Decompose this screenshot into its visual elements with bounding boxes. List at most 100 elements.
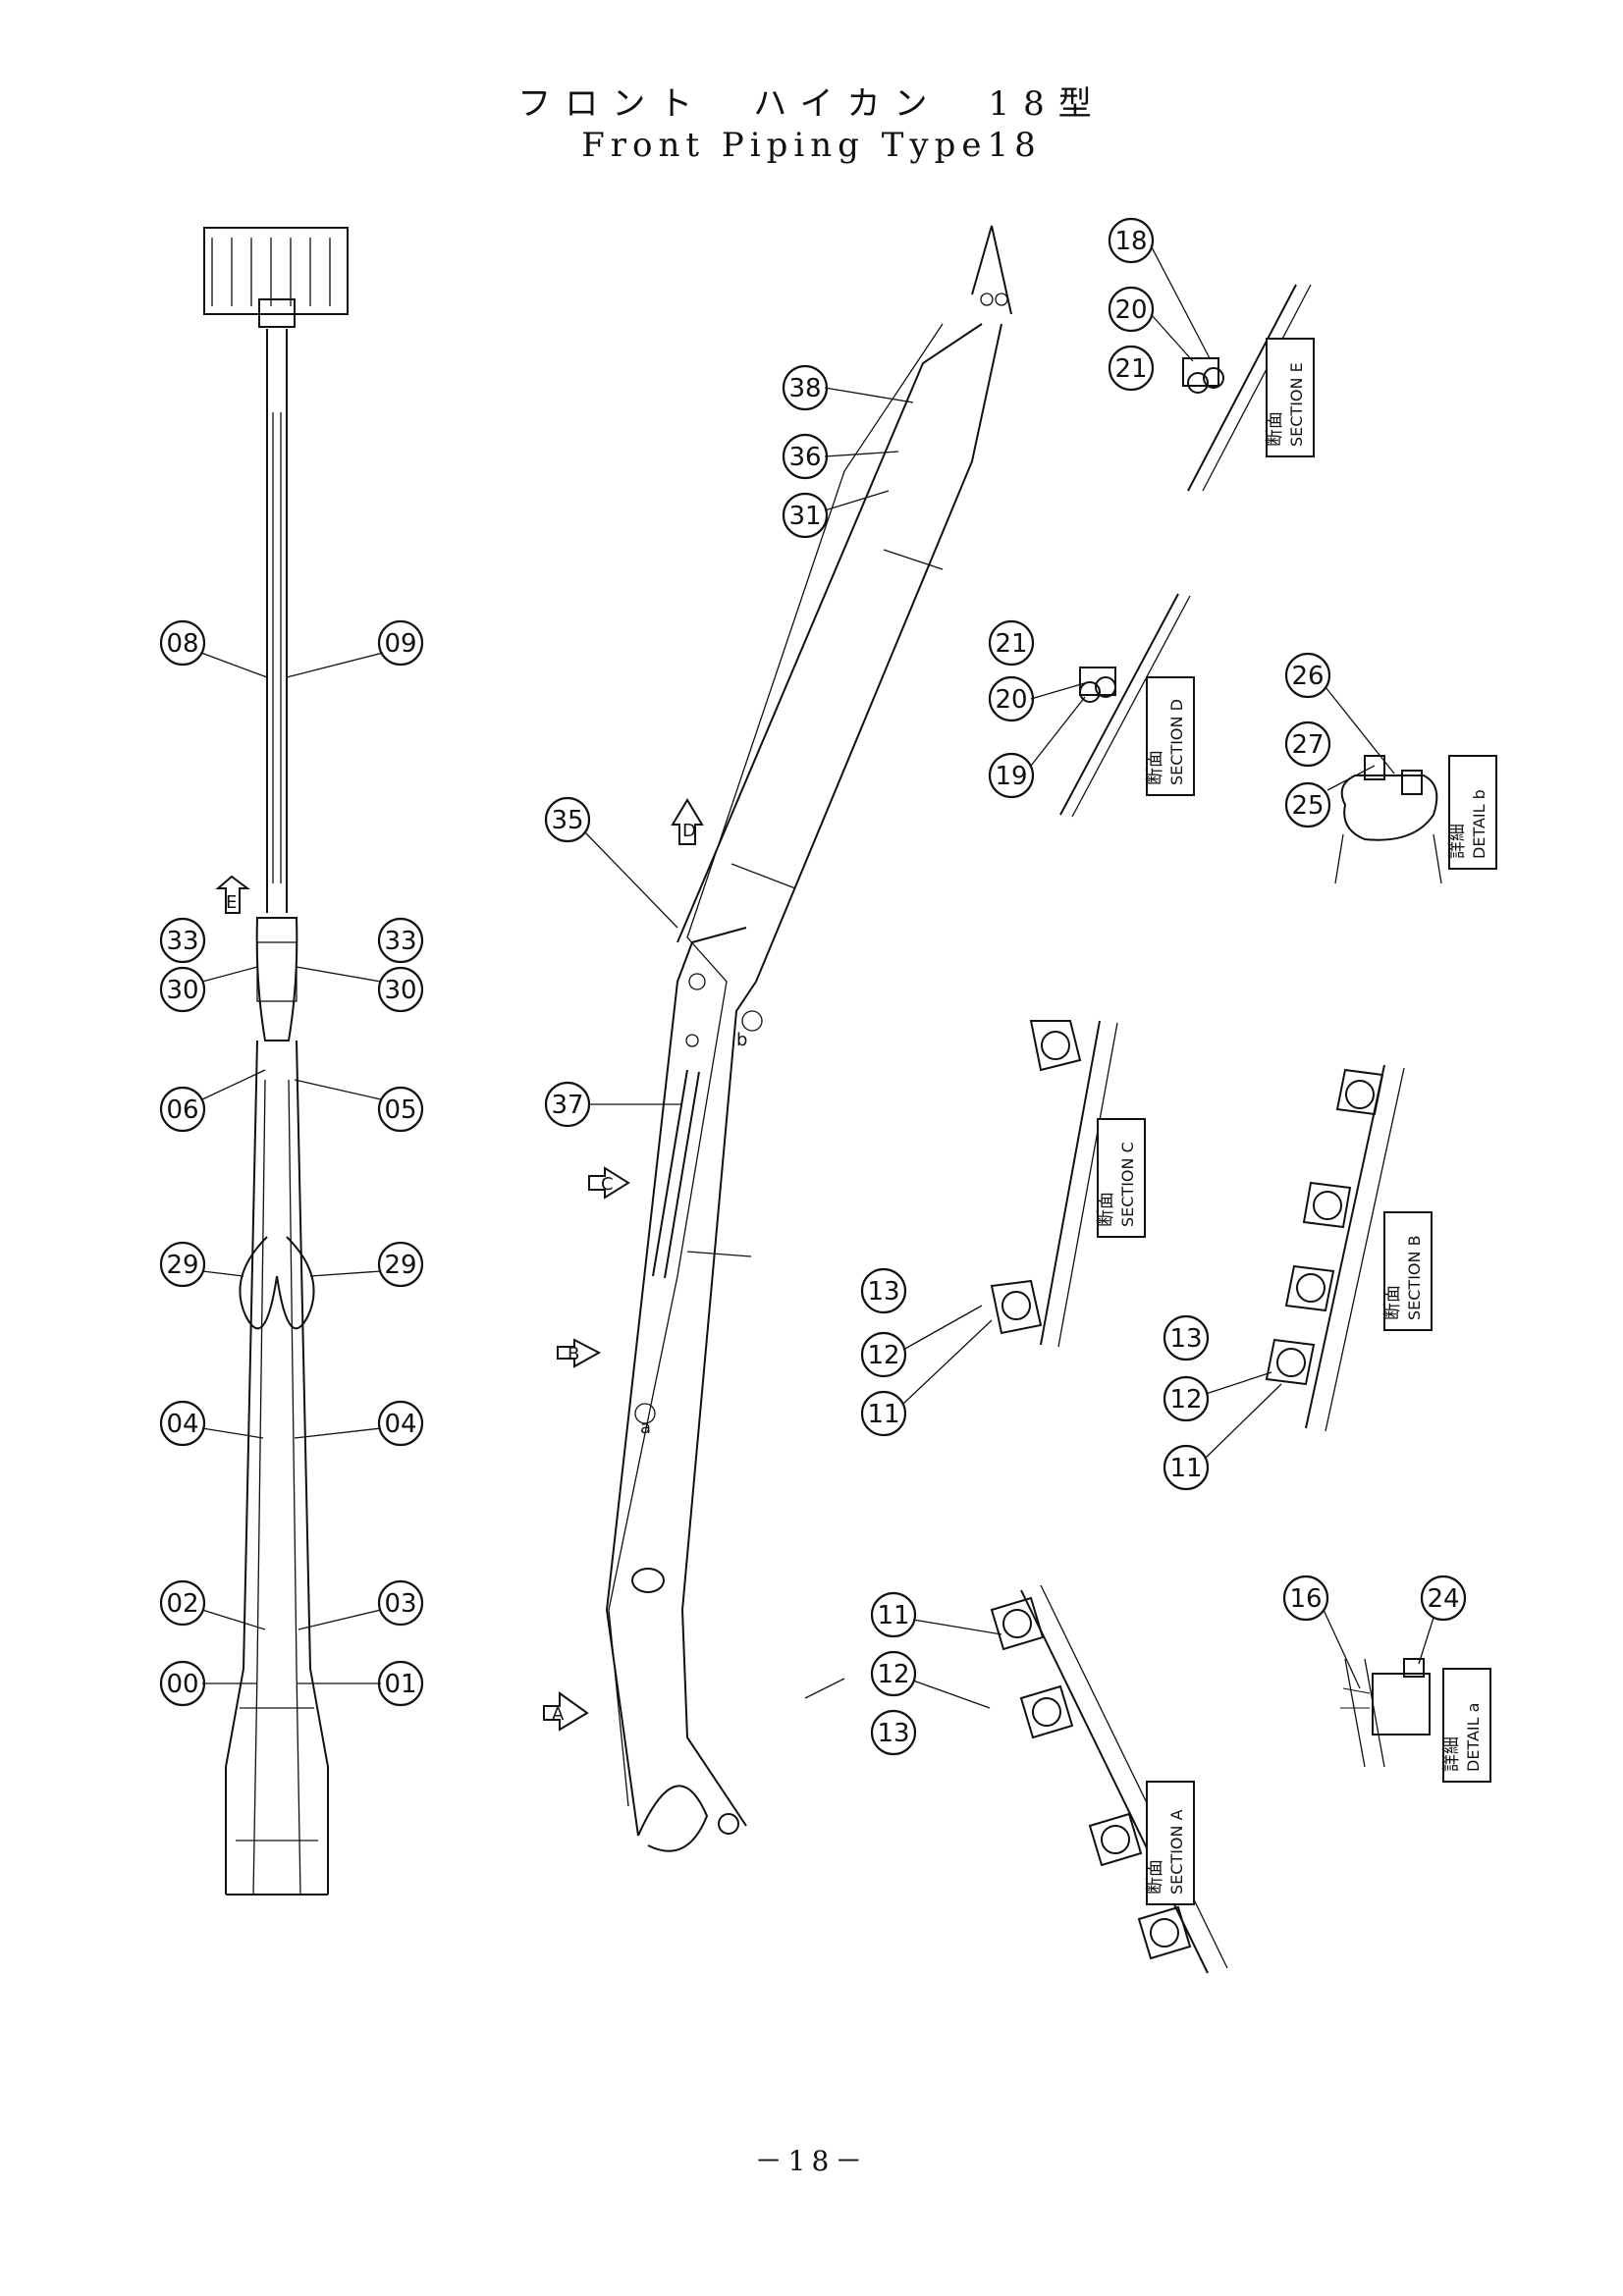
svg-text:20: 20	[1114, 295, 1147, 325]
svg-text:06: 06	[166, 1095, 198, 1125]
svg-text:SECTION D: SECTION D	[1167, 699, 1186, 785]
svg-text:08: 08	[166, 629, 198, 659]
callout-24-a: 24	[1418, 1575, 1467, 1665]
svg-text:20: 20	[995, 685, 1027, 715]
svg-text:16: 16	[1289, 1584, 1322, 1614]
section-c-label: 断面 SECTION C	[1096, 1118, 1146, 1238]
svg-text:09: 09	[384, 629, 416, 659]
svg-text:12: 12	[1169, 1385, 1202, 1415]
callout-12-c: 12	[860, 1305, 983, 1378]
section-b-label: 断面 SECTION B	[1382, 1211, 1433, 1331]
callout-12-a: 12	[870, 1650, 991, 1709]
callout-04-right: 04	[294, 1400, 424, 1447]
detail-mark-b: b	[736, 1030, 747, 1050]
svg-text:25: 25	[1291, 791, 1324, 821]
callout-03: 03	[298, 1579, 424, 1630]
svg-text:19: 19	[995, 762, 1027, 791]
callout-00: 00	[159, 1660, 257, 1707]
callouts-section-b: 11 12 13	[1163, 1314, 1282, 1491]
callouts-section-e: 21 20 18	[1108, 217, 1211, 392]
callouts-detail-b: 25 27 26	[1284, 652, 1395, 828]
svg-text:30: 30	[166, 976, 198, 1005]
callout-25-b: 25	[1284, 765, 1376, 828]
view-arrow-labels: E D C B A a b	[226, 821, 747, 1725]
svg-text:36: 36	[788, 443, 821, 472]
callout-35: 35	[544, 796, 678, 929]
callout-19-d: 19	[988, 696, 1086, 799]
svg-text:31: 31	[788, 502, 821, 531]
svg-text:05: 05	[384, 1095, 416, 1125]
svg-text:13: 13	[867, 1277, 899, 1307]
callout-02: 02	[159, 1579, 266, 1630]
svg-text:24: 24	[1427, 1584, 1459, 1614]
callouts-detail-a: 16 24	[1282, 1575, 1467, 1689]
callout-11-c: 11	[860, 1319, 993, 1437]
svg-text:DETAIL a: DETAIL a	[1464, 1703, 1483, 1772]
section-a-label: 断面 SECTION A	[1145, 1781, 1195, 1905]
view-arrow-a: A	[552, 1704, 565, 1725]
svg-text:断面: 断面	[1382, 1285, 1403, 1320]
page-number: －18－	[754, 2145, 869, 2177]
side-view-drawing	[543, 225, 1012, 1852]
svg-text:断面: 断面	[1096, 1192, 1116, 1227]
callouts-section-d: 19 20 21	[988, 619, 1089, 799]
detail-a-drawing	[1340, 1658, 1431, 1768]
callouts-section-a: 13 12 11	[870, 1591, 1002, 1756]
callout-18-e: 18	[1108, 217, 1211, 359]
callout-29-left: 29	[159, 1241, 244, 1288]
callout-33-left: 33	[159, 917, 206, 964]
callout-20-d: 20	[988, 675, 1089, 722]
section-d-drawing	[1059, 593, 1191, 818]
svg-text:38: 38	[788, 374, 821, 403]
view-arrow-d: D	[682, 821, 696, 841]
svg-text:SECTION B: SECTION B	[1405, 1235, 1424, 1320]
svg-text:26: 26	[1291, 662, 1324, 691]
svg-text:00: 00	[166, 1670, 198, 1699]
callout-38: 38	[782, 364, 914, 411]
section-b-drawing	[1265, 1064, 1405, 1432]
section-e-drawing	[1182, 284, 1312, 492]
svg-text:DETAIL b: DETAIL b	[1470, 789, 1488, 859]
svg-text:断面: 断面	[1145, 1859, 1165, 1895]
callout-06: 06	[159, 1069, 266, 1133]
callout-21-e: 21	[1108, 345, 1155, 392]
svg-text:詳細: 詳細	[1447, 824, 1468, 859]
svg-text:21: 21	[995, 629, 1027, 659]
svg-text:11: 11	[1169, 1454, 1202, 1483]
svg-text:04: 04	[166, 1410, 198, 1439]
svg-text:18: 18	[1114, 227, 1147, 256]
callout-37: 37	[544, 1081, 682, 1128]
detail-a-label: 詳細 DETAIL a	[1441, 1668, 1491, 1783]
svg-text:01: 01	[384, 1670, 416, 1699]
callouts-left: 08 09 33 30 33 30 06 05 29 29 04 04 02 0…	[159, 619, 424, 1707]
svg-text:11: 11	[877, 1601, 909, 1630]
svg-text:13: 13	[1169, 1324, 1202, 1354]
svg-text:SECTION E: SECTION E	[1287, 362, 1306, 447]
svg-text:SECTION C: SECTION C	[1118, 1142, 1137, 1227]
svg-text:35: 35	[551, 806, 583, 835]
section-c-drawing	[990, 1020, 1118, 1348]
page-title-en: Front Piping Type18	[581, 126, 1042, 165]
svg-text:33: 33	[166, 927, 198, 956]
svg-text:12: 12	[877, 1660, 909, 1689]
svg-text:21: 21	[1114, 354, 1147, 384]
section-e-label: 断面 SECTION E	[1265, 338, 1315, 457]
svg-text:37: 37	[551, 1091, 583, 1120]
callout-30-left: 30	[159, 966, 258, 1013]
view-arrow-b: B	[568, 1344, 579, 1364]
section-a-drawing	[990, 1584, 1228, 1974]
callout-12-b: 12	[1163, 1371, 1272, 1422]
svg-text:27: 27	[1291, 730, 1324, 760]
callout-01: 01	[297, 1660, 424, 1707]
detail-b-drawing	[1334, 755, 1442, 884]
svg-text:断面: 断面	[1265, 411, 1285, 447]
callouts-boom: 38 36 31 35 37	[544, 364, 914, 1128]
svg-text:04: 04	[384, 1410, 416, 1439]
callout-30-right: 30	[296, 966, 424, 1013]
svg-text:詳細: 詳細	[1441, 1736, 1462, 1772]
page-title-jp: フロント ハイカン 18型	[517, 84, 1106, 124]
callout-11-a: 11	[870, 1591, 1002, 1638]
callouts-section-c: 11 12 13	[860, 1267, 993, 1437]
callout-08: 08	[159, 619, 268, 678]
